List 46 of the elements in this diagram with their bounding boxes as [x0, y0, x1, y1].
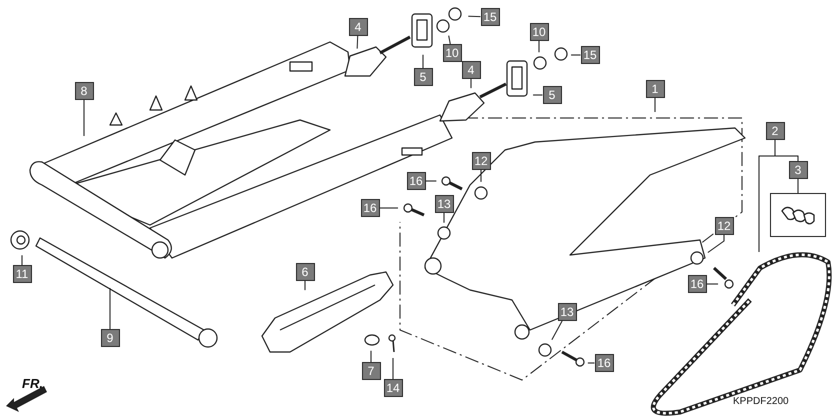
leader-line — [480, 170, 482, 182]
callout-number: 2 — [766, 122, 784, 140]
leader-line — [422, 54, 424, 68]
leader-line — [570, 54, 581, 56]
callout-number: 5 — [414, 68, 432, 86]
callout-number: 5 — [542, 86, 562, 104]
leader-line — [468, 16, 481, 18]
leader-line — [304, 280, 306, 291]
leader-line — [532, 94, 543, 96]
leader-line — [470, 78, 472, 89]
leader-line — [448, 35, 451, 44]
callout-number: 1 — [646, 80, 664, 98]
callout-number: 16 — [594, 354, 614, 372]
callout-number: 4 — [462, 61, 480, 79]
leader-line — [654, 98, 656, 112]
callout-number: 15 — [480, 8, 500, 26]
callout-number: 12 — [472, 152, 490, 170]
leader-line — [538, 40, 540, 53]
callout-number: 7 — [362, 362, 380, 380]
callout-number: 11 — [12, 265, 32, 283]
callout-number: 16 — [688, 275, 706, 293]
inset-frame — [770, 193, 826, 237]
callout-number: 12 — [714, 217, 734, 235]
callout-number: 10 — [442, 44, 462, 62]
leader-line — [370, 350, 372, 362]
leader-line — [774, 140, 798, 162]
leader-line — [356, 36, 358, 50]
callout-number: 8 — [74, 82, 94, 100]
callout-number: 13 — [434, 195, 454, 213]
direction-label: FR. — [22, 376, 43, 391]
leader-line — [707, 234, 724, 254]
callout-number: 16 — [406, 172, 426, 190]
leader-line — [551, 320, 563, 340]
leader-line — [425, 180, 437, 182]
callout-number: 6 — [296, 263, 314, 281]
callout-number: 13 — [558, 303, 576, 321]
leader-line — [587, 362, 595, 364]
callout-number: 4 — [348, 18, 368, 36]
callout-number: 14 — [384, 379, 402, 397]
callout-number: 9 — [100, 329, 120, 347]
callout-number: 3 — [788, 161, 808, 179]
leader-line — [392, 358, 394, 380]
diagram-code: KPPDF2200 — [733, 396, 789, 407]
callout-number: 15 — [580, 46, 600, 64]
callout-number: 16 — [360, 199, 380, 217]
callout-number: 10 — [530, 23, 548, 41]
